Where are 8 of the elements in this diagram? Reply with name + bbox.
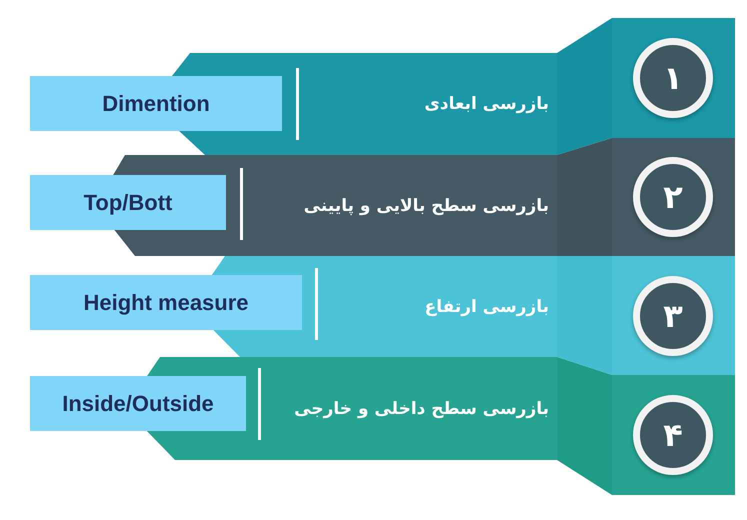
step-title: بازرسی سطح داخلی و خارجی xyxy=(294,398,549,418)
step-title: بازرسی ابعادی xyxy=(424,94,549,114)
label-tag: Top/Bott xyxy=(30,175,226,230)
label-tag: Dimention xyxy=(30,76,282,131)
label-tag: Inside/Outside xyxy=(30,376,246,431)
step-title: بازرسی ارتفاع xyxy=(424,296,549,316)
step-title: بازرسی سطح بالایی و پایینی xyxy=(304,196,549,216)
label-tag: Height measure xyxy=(30,275,302,330)
